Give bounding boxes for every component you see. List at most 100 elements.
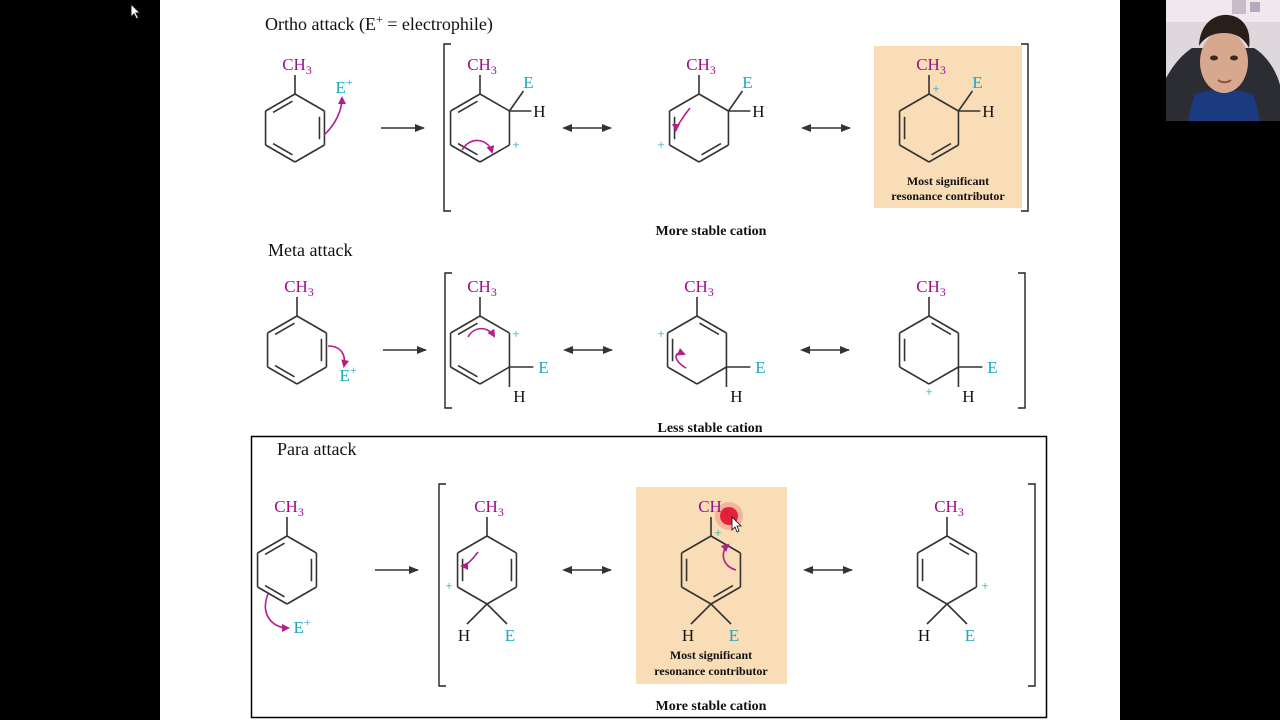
ring-double-bond (713, 584, 734, 598)
ring-bond (946, 535, 977, 554)
electrophile-label: E+ (293, 615, 310, 637)
para-caption: More stable cation (656, 699, 767, 714)
ortho-note-line2: resonance contributor (891, 189, 1005, 203)
positive-charge: + (981, 578, 988, 593)
ring-bond (710, 586, 741, 605)
resonance-arrows (562, 124, 853, 574)
ring-bond (450, 144, 481, 163)
electrophile-label: E+ (339, 363, 356, 385)
methyl-label: CH3 (684, 277, 714, 299)
ring-double-bond (457, 322, 478, 336)
ortho-heading: Ortho attack (E+ = electrophile) (265, 12, 493, 35)
hydrogen-label: H (458, 626, 470, 645)
ring-bond (286, 586, 317, 605)
hydrogen-label: H (752, 102, 764, 121)
hydrogen-label: H (730, 387, 742, 406)
ring-bond (681, 535, 712, 554)
ring-bond (917, 586, 948, 605)
mouse-pointer-icon (130, 3, 142, 20)
ring-double-bond (949, 542, 970, 556)
ring-double-bond (264, 542, 285, 556)
ring-bond (698, 144, 729, 163)
positive-charge: + (925, 384, 932, 399)
ring-bond (696, 315, 727, 334)
meta-heading: Meta attack (268, 240, 352, 260)
ring-bond (928, 93, 959, 112)
ring-bond (294, 93, 325, 112)
para-note-line2: resonance contributor (654, 664, 768, 678)
electrophile-label: E (972, 73, 982, 92)
ring-bond (265, 93, 296, 112)
positive-charge: + (512, 326, 519, 341)
ring-double-bond (457, 142, 478, 156)
ring-bond (479, 366, 510, 385)
ring-bond (669, 144, 700, 163)
laser-pointer-icon (715, 502, 743, 533)
ring-bond (296, 366, 327, 385)
ring-bond (457, 586, 488, 605)
ortho-note-line1: Most significant (907, 174, 989, 188)
electrophilic-substitution-diagram: Ortho attack (E+ = electrophile) Meta at… (250, 12, 1048, 719)
electrophile-label: E (965, 626, 975, 645)
electrophile-bond (957, 90, 974, 112)
ring-bond (899, 144, 930, 163)
para-note-line1: Most significant (670, 648, 752, 662)
curved-arrow-icon (675, 348, 687, 369)
hydrogen-bond (926, 603, 948, 625)
electrophile-bond (508, 90, 525, 112)
ring-bond (450, 366, 481, 385)
ring-bond (450, 315, 481, 334)
ring-bond (681, 586, 712, 605)
methyl-label: CH3 (282, 55, 312, 77)
electrophile-label: E (523, 73, 533, 92)
ring-double-bond (274, 322, 295, 336)
hydrogen-label: H (982, 102, 994, 121)
positive-charge: + (445, 578, 452, 593)
ring-bond (294, 144, 325, 163)
ring-bond (267, 315, 298, 334)
hydrogen-label: H (682, 626, 694, 645)
hydrogen-label: H (962, 387, 974, 406)
curved-arrow-icon (327, 345, 350, 368)
ring-bond (696, 366, 727, 385)
electrophile-bond (710, 603, 732, 625)
methyl-label: CH3 (474, 497, 504, 519)
ring-bond (267, 366, 298, 385)
electrophile-label: E (538, 358, 548, 377)
ring-bond (486, 586, 517, 605)
ortho-caption: More stable cation (656, 224, 767, 239)
ring-bond (899, 93, 930, 112)
electrophile-bond (486, 603, 508, 625)
hydrogen-bond (466, 603, 488, 625)
ring-bond (928, 315, 959, 334)
ring-bond (479, 93, 510, 112)
ring-bond (899, 315, 930, 334)
methyl-label: CH3 (467, 277, 497, 299)
ring-bond (946, 586, 977, 605)
electrophile-bond (946, 603, 968, 625)
ring-bond (479, 144, 510, 163)
ring-bond (257, 535, 288, 554)
ring-double-bond (701, 142, 722, 156)
ring-bond (479, 315, 510, 334)
ring-bond (450, 93, 481, 112)
ring-double-bond (931, 322, 952, 336)
ring-bond (296, 315, 327, 334)
hydrogen-label: H (533, 102, 545, 121)
ring-double-bond (274, 364, 295, 378)
ring-bond (457, 535, 488, 554)
curved-arrow-icon (461, 139, 495, 154)
para-frame (250, 435, 1048, 719)
ring-bond (667, 315, 698, 334)
ring-double-bond (272, 142, 293, 156)
curved-arrow-icon (460, 551, 479, 570)
methyl-label: CH3 (916, 55, 946, 77)
curved-arrow-icon (720, 543, 737, 571)
para-heading: Para attack (277, 439, 356, 459)
